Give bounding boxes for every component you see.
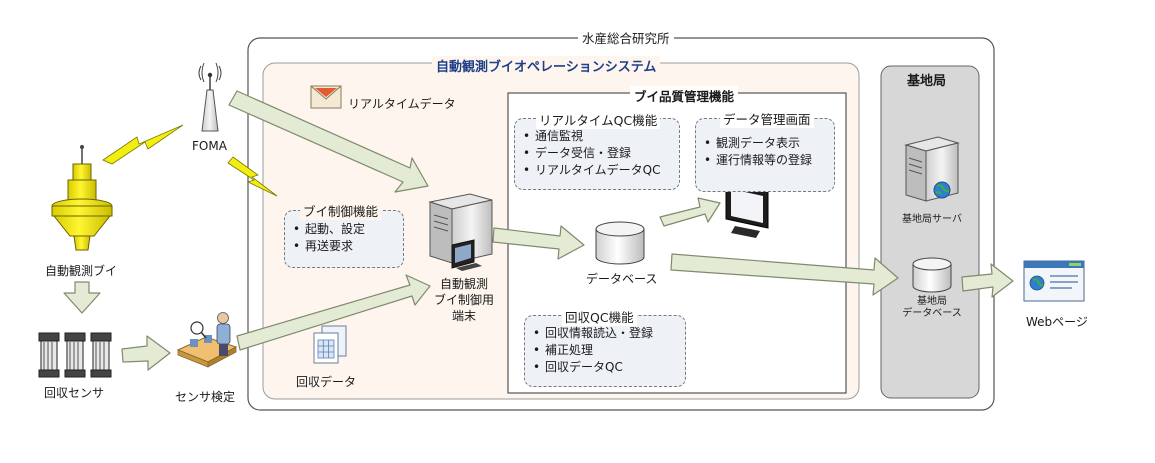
data-screen-item: 運行情報等の登録 bbox=[702, 152, 834, 169]
base-database-icon bbox=[912, 257, 952, 293]
base-server-icon bbox=[904, 136, 960, 202]
realtime-qc-list: 通信監視 データ受信・登録 リアルタイムデータQC bbox=[521, 128, 679, 179]
recovery-qc-item: 回収データQC bbox=[531, 359, 685, 376]
data-screen-list: 観測データ表示 運行情報等の登録 bbox=[702, 135, 834, 169]
terminal-server-icon bbox=[428, 193, 493, 271]
institute-title: 水産総合研究所 bbox=[578, 28, 674, 47]
recovery-qc-title: 回収QC機能 bbox=[562, 307, 637, 326]
realtime-qc-box: 通信監視 データ受信・登録 リアルタイムデータQC bbox=[514, 118, 680, 190]
web-page-label: Webページ bbox=[1026, 315, 1088, 329]
realtime-qc-title: リアルタイムQC機能 bbox=[536, 110, 661, 129]
realtime-data-label: リアルタイムデータ bbox=[348, 97, 456, 111]
base-station-title: 基地局 bbox=[907, 74, 947, 89]
arrow-db-screen bbox=[659, 197, 721, 227]
arrow-db-basedb bbox=[670, 253, 899, 296]
buoy-label: 自動観測ブイ bbox=[45, 264, 118, 278]
arrow-sensors-inspection bbox=[121, 335, 171, 371]
database-icon bbox=[595, 221, 645, 265]
data-screen-title: データ管理画面 bbox=[720, 109, 814, 128]
database-label: データベース bbox=[586, 272, 658, 286]
spreadsheet-icon bbox=[313, 325, 347, 364]
base-database-label: 基地局 データベース bbox=[896, 296, 968, 320]
sensors-label: 回収センサ bbox=[44, 386, 105, 400]
terminal-label-line2: ブイ制御用 bbox=[433, 293, 494, 307]
inspection-label: センサ検定 bbox=[175, 390, 236, 404]
arrow-inspection-terminal bbox=[236, 274, 431, 351]
base-database-label-line2: データベース bbox=[902, 308, 962, 319]
monitor-icon bbox=[725, 182, 769, 238]
arrow-buoy-sensors bbox=[63, 281, 101, 314]
buoy-control-item: 起動、設定 bbox=[291, 221, 403, 238]
data-screen-item: 観測データ表示 bbox=[702, 135, 834, 152]
buoy-icon bbox=[51, 145, 113, 251]
foma-label: FOMA bbox=[192, 139, 227, 153]
web-page-icon bbox=[1023, 260, 1085, 302]
recovery-qc-item: 補正処理 bbox=[531, 342, 685, 359]
buoy-control-title: ブイ制御機能 bbox=[300, 201, 382, 220]
envelope-icon bbox=[310, 85, 342, 109]
buoy-control-list: 起動、設定 再送要求 bbox=[291, 221, 403, 255]
buoy-control-item: 再送要求 bbox=[291, 238, 403, 255]
arrow-basedb-web bbox=[961, 263, 1014, 298]
recovery-qc-box: 回収情報読込・登録 補正処理 回収データQC bbox=[524, 315, 686, 387]
realtime-qc-item: データ受信・登録 bbox=[521, 145, 679, 162]
base-station-panel bbox=[880, 65, 980, 399]
antenna-icon bbox=[198, 62, 222, 132]
base-database-label-line1: 基地局 bbox=[917, 296, 947, 307]
terminal-label-line3: 端末 bbox=[451, 309, 476, 323]
terminal-label: 自動観測 ブイ制御用 端末 bbox=[424, 276, 504, 324]
realtime-qc-item: リアルタイムデータQC bbox=[521, 162, 679, 179]
sensor-cans-icon bbox=[38, 332, 112, 378]
base-server-label: 基地局サーバ bbox=[902, 214, 962, 225]
recovered-data-label: 回収データ bbox=[296, 375, 357, 389]
realtime-qc-item: 通信監視 bbox=[521, 128, 679, 145]
recovery-qc-item: 回収情報読込・登録 bbox=[531, 325, 685, 342]
arrow-terminal-db bbox=[492, 225, 585, 260]
recovery-qc-list: 回収情報読込・登録 補正処理 回収データQC bbox=[531, 325, 685, 376]
inspection-icon bbox=[176, 312, 238, 368]
terminal-label-line1: 自動観測 bbox=[439, 277, 488, 291]
data-screen-box: 観測データ表示 運行情報等の登録 bbox=[695, 118, 835, 192]
quality-title: ブイ品質管理機能 bbox=[630, 86, 739, 105]
arrow-foma-terminal bbox=[228, 90, 429, 193]
lightning-buoy-foma bbox=[102, 124, 184, 165]
system-title: 自動観測ブイオペレーションシステム bbox=[432, 56, 661, 75]
lightning-foma-control bbox=[227, 156, 278, 197]
